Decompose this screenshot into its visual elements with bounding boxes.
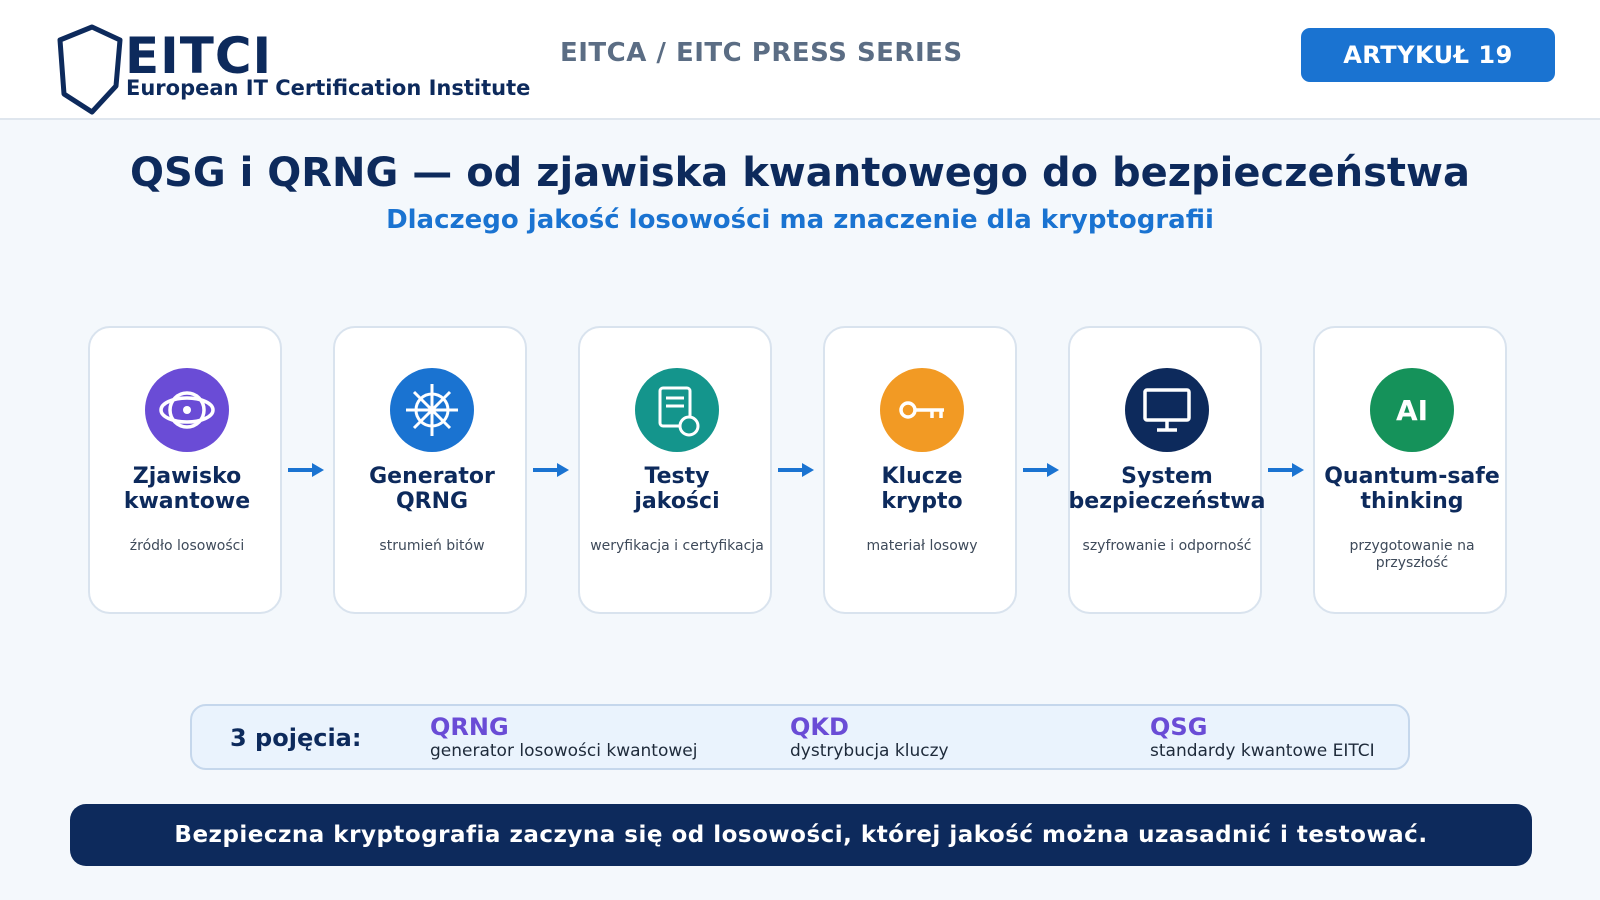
orbit-icon <box>145 368 229 452</box>
flow-card-name: Zjawisko <box>132 464 242 489</box>
flow-card-desc: weryfikacja i certyfikacja <box>590 538 764 554</box>
shield-logo-icon <box>57 24 123 115</box>
arrow-right-icon <box>778 463 814 477</box>
concept-term: QKD <box>790 713 849 741</box>
footer-banner: Bezpieczna kryptografia zaczyna się od l… <box>70 804 1532 866</box>
logo-text: EITCI <box>125 27 273 85</box>
concepts-label: 3 pojęcia: <box>230 724 362 752</box>
flow-card-desc: materiał losowy <box>866 538 978 554</box>
page-title: QSG i QRNG — od zjawiska kwantowego do b… <box>130 150 1470 196</box>
logo-subtitle: European IT Certification Institute <box>126 76 531 100</box>
monitor-icon <box>1125 368 1209 452</box>
concepts-box: 3 pojęcia: QRNG generator losowości kwan… <box>190 704 1410 770</box>
article-badge: ARTYKUŁ 19 <box>1301 28 1555 82</box>
flow-card-desc: szyfrowanie i odporność <box>1082 538 1252 554</box>
concept-qrng: QRNG generator losowości kwantowej <box>430 714 697 762</box>
wheel-icon <box>390 368 474 452</box>
flow-card-desc: przygotowanie na przyszłość <box>1349 538 1475 571</box>
concept-definition: dystrybucja kluczy <box>790 741 949 761</box>
flow-card-name: Klucze <box>881 464 963 489</box>
arrow-right-icon <box>288 463 324 477</box>
flow-card-name: krypto <box>881 489 963 514</box>
concept-definition: standardy kwantowe EITCI <box>1150 741 1375 761</box>
flow-card-name: kwantowe <box>123 489 251 514</box>
flow-card-name: jakości <box>634 489 720 514</box>
concept-qsg: QSG standardy kwantowe EITCI <box>1150 714 1375 762</box>
flow-card-name: bezpieczeństwa <box>1068 489 1266 514</box>
certificate-icon <box>635 368 719 452</box>
concept-definition: generator losowości kwantowej <box>430 741 698 761</box>
series-label: EITCA / EITC PRESS SERIES <box>560 38 963 68</box>
page-subtitle: Dlaczego jakość losowości ma znaczenie d… <box>386 205 1214 235</box>
concept-term: QSG <box>1150 713 1208 741</box>
flow-card-name: Quantum-safe <box>1324 464 1500 489</box>
arrow-right-icon <box>1268 463 1304 477</box>
flow-card-name: Generator <box>369 464 495 489</box>
header: EITCI European IT Certification Institut… <box>0 0 1600 120</box>
flow-card-name: System <box>1121 464 1213 489</box>
ai-icon-text: AI <box>1395 393 1429 427</box>
concept-qkd: QKD dystrybucja kluczy <box>790 714 949 762</box>
flow-card-desc: źródło losowości <box>129 538 245 554</box>
key-icon <box>880 368 964 452</box>
flow-card-name: thinking <box>1360 489 1464 514</box>
flow-card-desc: strumień bitów <box>379 538 485 554</box>
ai-icon: AI <box>1370 368 1454 452</box>
flow-card-name: QRNG <box>395 489 469 514</box>
flow-card-name: Testy <box>644 464 710 489</box>
arrow-right-icon <box>533 463 569 477</box>
arrow-right-icon <box>1023 463 1059 477</box>
concept-term: QRNG <box>430 713 509 741</box>
